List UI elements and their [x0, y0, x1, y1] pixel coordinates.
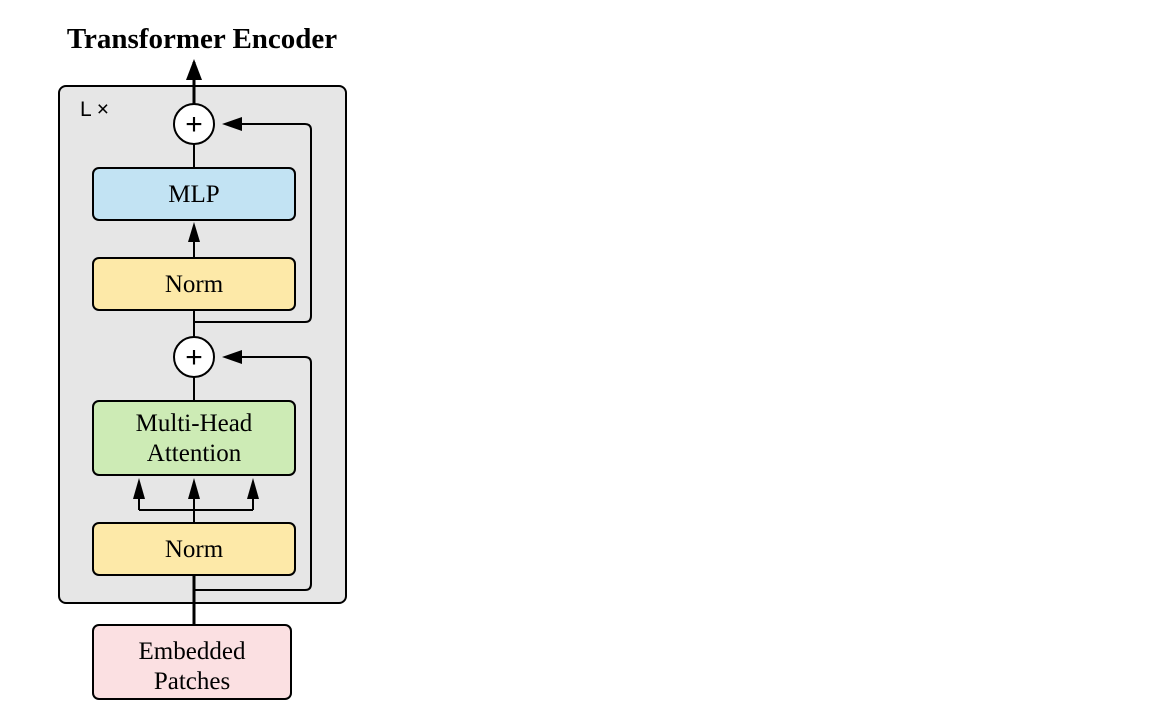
mlp-block — [92, 167, 296, 221]
embedded-label-line2: Patches — [154, 668, 230, 695]
residual-arrowhead-bottom — [222, 350, 242, 364]
key-arrowhead — [188, 478, 200, 499]
value-arrowhead — [247, 478, 259, 499]
norm-to-mlp-arrowhead — [188, 222, 200, 242]
mha-label-line2: Attention — [147, 440, 242, 467]
output-arrowhead — [186, 59, 202, 80]
add-symbol-middle: + — [185, 341, 203, 374]
residual-arrowhead-top — [222, 117, 242, 131]
embedded-patches-block — [92, 624, 292, 700]
diagram-title: Transformer Encoder — [67, 23, 337, 55]
residual-connection-top — [194, 123, 312, 323]
mlp-label: MLP — [168, 181, 219, 208]
add-symbol-top: + — [185, 108, 203, 141]
norm-label-top: Norm — [165, 271, 224, 298]
repeat-label: L × — [80, 98, 109, 121]
query-arrowhead — [133, 478, 145, 499]
qkv-split-line — [139, 509, 253, 523]
embedded-label-line1: Embedded — [139, 638, 246, 665]
mha-label-line1: Multi-Head — [136, 410, 253, 437]
qkv-branch-lines — [138, 498, 254, 510]
multi-head-attention-block — [92, 400, 296, 476]
residual-connection-bottom — [194, 356, 312, 591]
norm-label-bottom: Norm — [165, 536, 224, 563]
